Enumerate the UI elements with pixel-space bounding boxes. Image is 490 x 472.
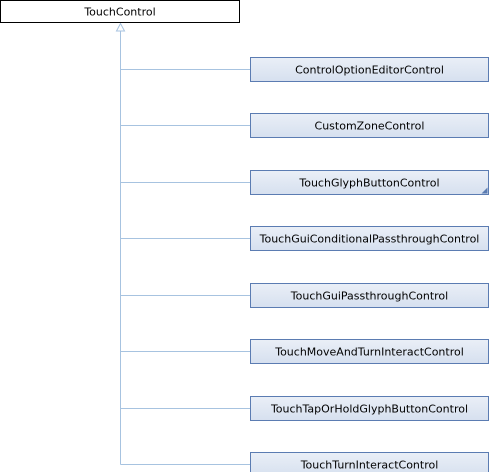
class-node-derived[interactable]: ControlOptionEditorControl [250,57,489,82]
class-node-derived-label: TouchTapOrHoldGlyphButtonControl [270,403,468,416]
derived-class-nodes: ControlOptionEditorControlCustomZoneCont… [250,57,489,472]
class-node-derived-label: TouchTurnInteractControl [300,459,439,472]
class-node-root[interactable]: TouchControl [0,0,240,23]
inheritance-arrowhead [115,22,126,32]
class-node-derived[interactable]: TouchGlyphButtonControl [250,170,489,195]
class-node-derived[interactable]: TouchGuiConditionalPassthroughControl [250,226,489,251]
class-node-derived-box [250,113,489,138]
inheritance-edges [115,22,251,465]
class-node-derived-label: CustomZoneControl [315,120,425,133]
class-node-root-box [0,0,240,23]
class-node-root-label: TouchControl [83,6,155,19]
class-node-derived-box [250,452,489,472]
class-node-derived-box [250,396,489,421]
class-node-derived[interactable]: TouchGuiPassthroughControl [250,283,489,308]
class-node-derived-label: TouchGuiConditionalPassthroughControl [259,233,480,246]
class-node-derived-box [250,57,489,82]
class-node-derived-label: ControlOptionEditorControl [295,64,444,77]
class-node-derived-label: TouchMoveAndTurnInteractControl [274,346,464,359]
class-node-derived[interactable]: TouchTurnInteractControl [250,452,489,472]
more-subclasses-marker-icon [481,187,488,194]
class-node-derived-label: TouchGlyphButtonControl [298,177,439,190]
class-node-derived[interactable]: TouchTapOrHoldGlyphButtonControl [250,396,489,421]
class-node-derived-box [250,283,489,308]
class-node-derived-box [250,226,489,251]
class-node-derived[interactable]: CustomZoneControl [250,113,489,138]
class-node-derived-label: TouchGuiPassthroughControl [290,290,448,303]
class-node-derived-box [250,170,489,195]
class-node-derived-box [250,339,489,364]
class-node-derived[interactable]: TouchMoveAndTurnInteractControl [250,339,489,364]
